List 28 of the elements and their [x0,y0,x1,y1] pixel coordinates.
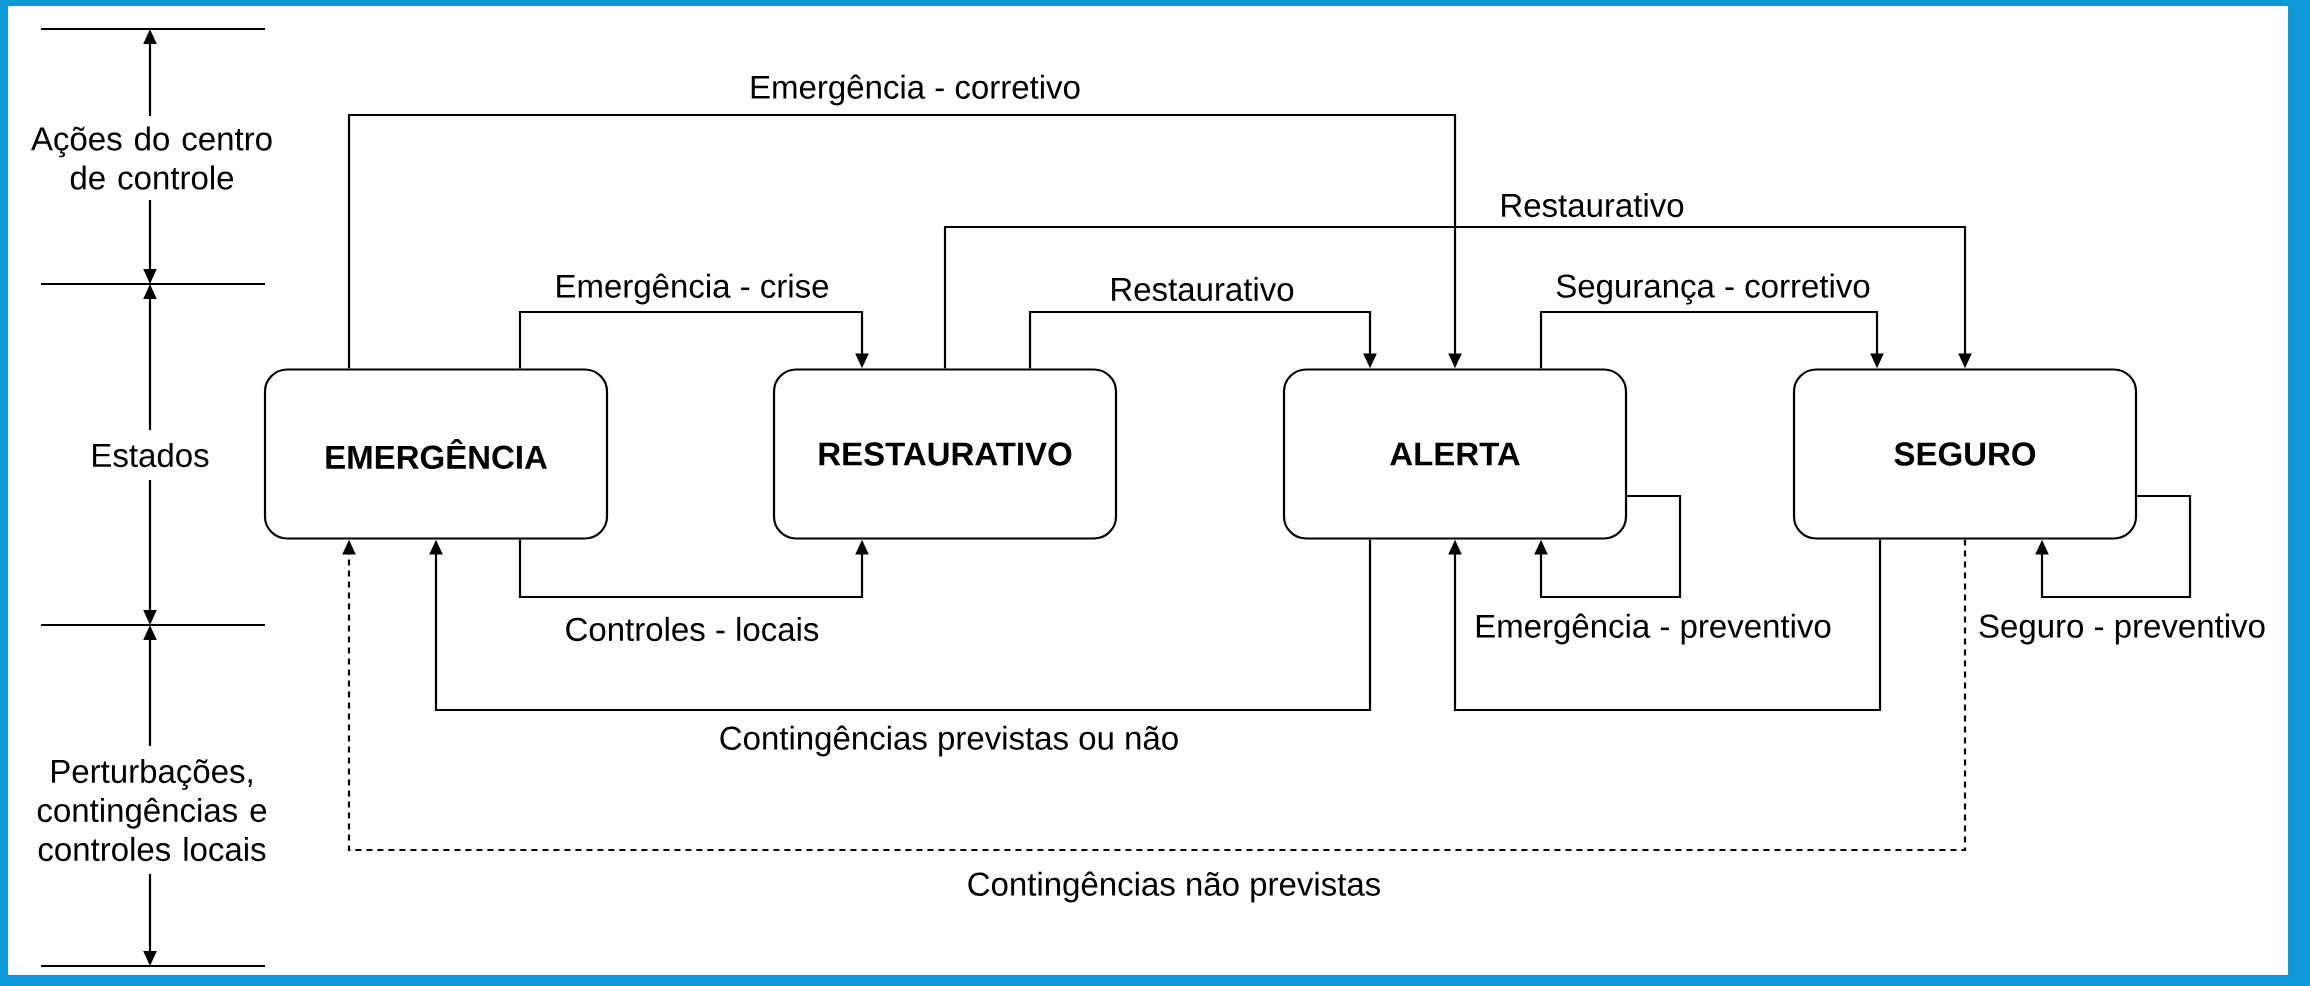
edge-label: Restaurativo [1497,190,1687,220]
state-box: SEGURO [1792,368,2138,540]
arrow [518,310,869,369]
edge-label: Contingências previstas ou não [716,723,1182,759]
state-box: ALERTA [1282,368,1628,540]
arrow [342,539,1967,852]
arrow [429,539,1372,712]
arrow [518,539,869,599]
edge-label: Emergência - crise [552,271,832,307]
scale-label: Estados [93,442,209,468]
arrow [1448,539,1882,712]
state-box: EMERGÊNCIA [263,368,609,540]
arrow [347,113,1462,369]
arrow [1534,494,1682,599]
scale-label: Ações do centro de controle [31,126,272,190]
edge-label: Restaurativo [1107,274,1297,304]
edge-label: Controles - locais [562,614,822,644]
edge-label: Contingências não previstas [964,869,1384,905]
edge-label: Emergência - preventivo [1472,611,1834,647]
edge-label: Seguro - preventivo [1976,611,2268,647]
arrow [943,225,1972,369]
state-box: RESTAURATIVO [772,368,1118,540]
arrow [2035,494,2192,599]
scale-label: Perturbações, contingências e controles locais [37,758,267,862]
edge-label: Segurança - corretivo [1553,271,1873,307]
edge-label: Emergência - corretivo [747,72,1083,108]
arrow [1539,310,1884,369]
arrow [1028,310,1377,369]
